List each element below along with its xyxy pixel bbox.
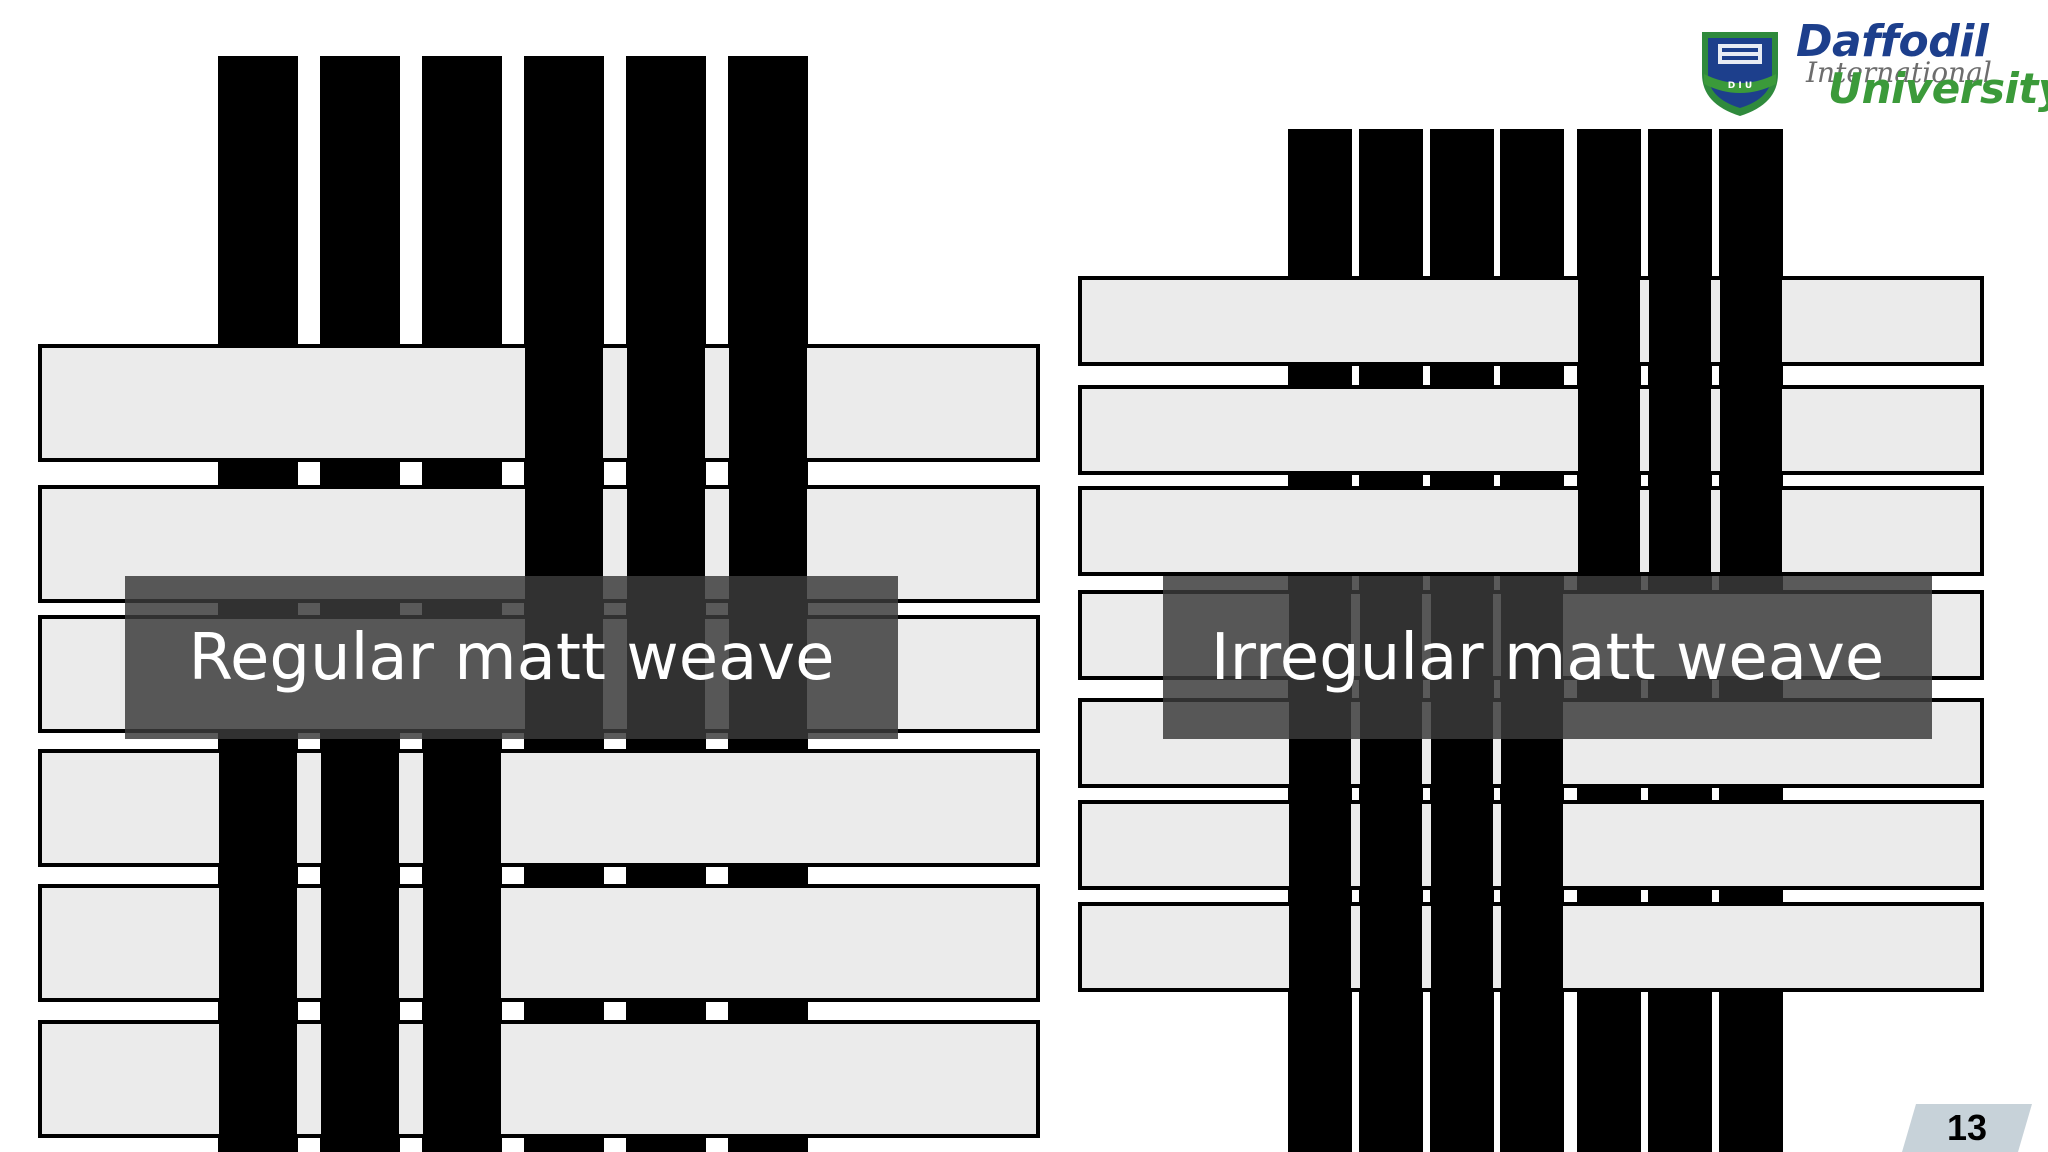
caption-irregular-text: Irregular matt weave — [1210, 620, 1885, 695]
weft-thread — [1078, 276, 1984, 366]
warp-float — [1649, 486, 1711, 576]
warp-float — [321, 749, 399, 867]
warp-float — [525, 344, 603, 462]
warp-float — [1720, 385, 1782, 475]
page-number: 13 — [1946, 1107, 1988, 1148]
shield-icon: D I U — [1702, 32, 1778, 116]
weft-thread — [38, 749, 1040, 867]
page-number-badge: 13 — [1902, 1104, 2032, 1152]
weft-thread — [38, 884, 1040, 1002]
warp-float — [1649, 276, 1711, 366]
warp-float — [1720, 276, 1782, 366]
warp-float — [1431, 800, 1493, 890]
warp-float — [1578, 385, 1640, 475]
university-logo: D I U Daffodil International University — [1692, 14, 2048, 116]
weft-thread — [1078, 385, 1984, 475]
warp-float — [1578, 486, 1640, 576]
warp-float — [321, 1020, 399, 1138]
warp-float — [1360, 800, 1422, 890]
warp-float — [1720, 486, 1782, 576]
warp-float — [1431, 902, 1493, 992]
warp-float — [1649, 385, 1711, 475]
warp-float — [423, 884, 501, 1002]
caption-irregular-matt-weave: Irregular matt weave — [1163, 576, 1932, 739]
warp-float — [1578, 276, 1640, 366]
warp-float — [423, 749, 501, 867]
warp-float — [729, 344, 807, 462]
weft-thread — [1078, 486, 1984, 576]
svg-text:D I U: D I U — [1728, 81, 1752, 91]
weft-thread — [38, 1020, 1040, 1138]
logo-name-secondary: University — [1828, 64, 2048, 113]
warp-float — [321, 884, 399, 1002]
warp-float — [1501, 800, 1563, 890]
warp-float — [219, 749, 297, 867]
warp-float — [1360, 902, 1422, 992]
warp-float — [1289, 902, 1351, 992]
warp-float — [1289, 800, 1351, 890]
warp-float — [219, 1020, 297, 1138]
caption-regular-text: Regular matt weave — [188, 620, 835, 695]
warp-float — [1501, 902, 1563, 992]
warp-float — [219, 884, 297, 1002]
page-number-background — [1902, 1104, 2032, 1152]
caption-regular-matt-weave: Regular matt weave — [125, 576, 898, 739]
warp-float — [423, 1020, 501, 1138]
logo-name-primary: Daffodil — [1796, 16, 1989, 67]
logo-name-middle: International — [1806, 56, 1992, 89]
warp-float — [627, 344, 705, 462]
